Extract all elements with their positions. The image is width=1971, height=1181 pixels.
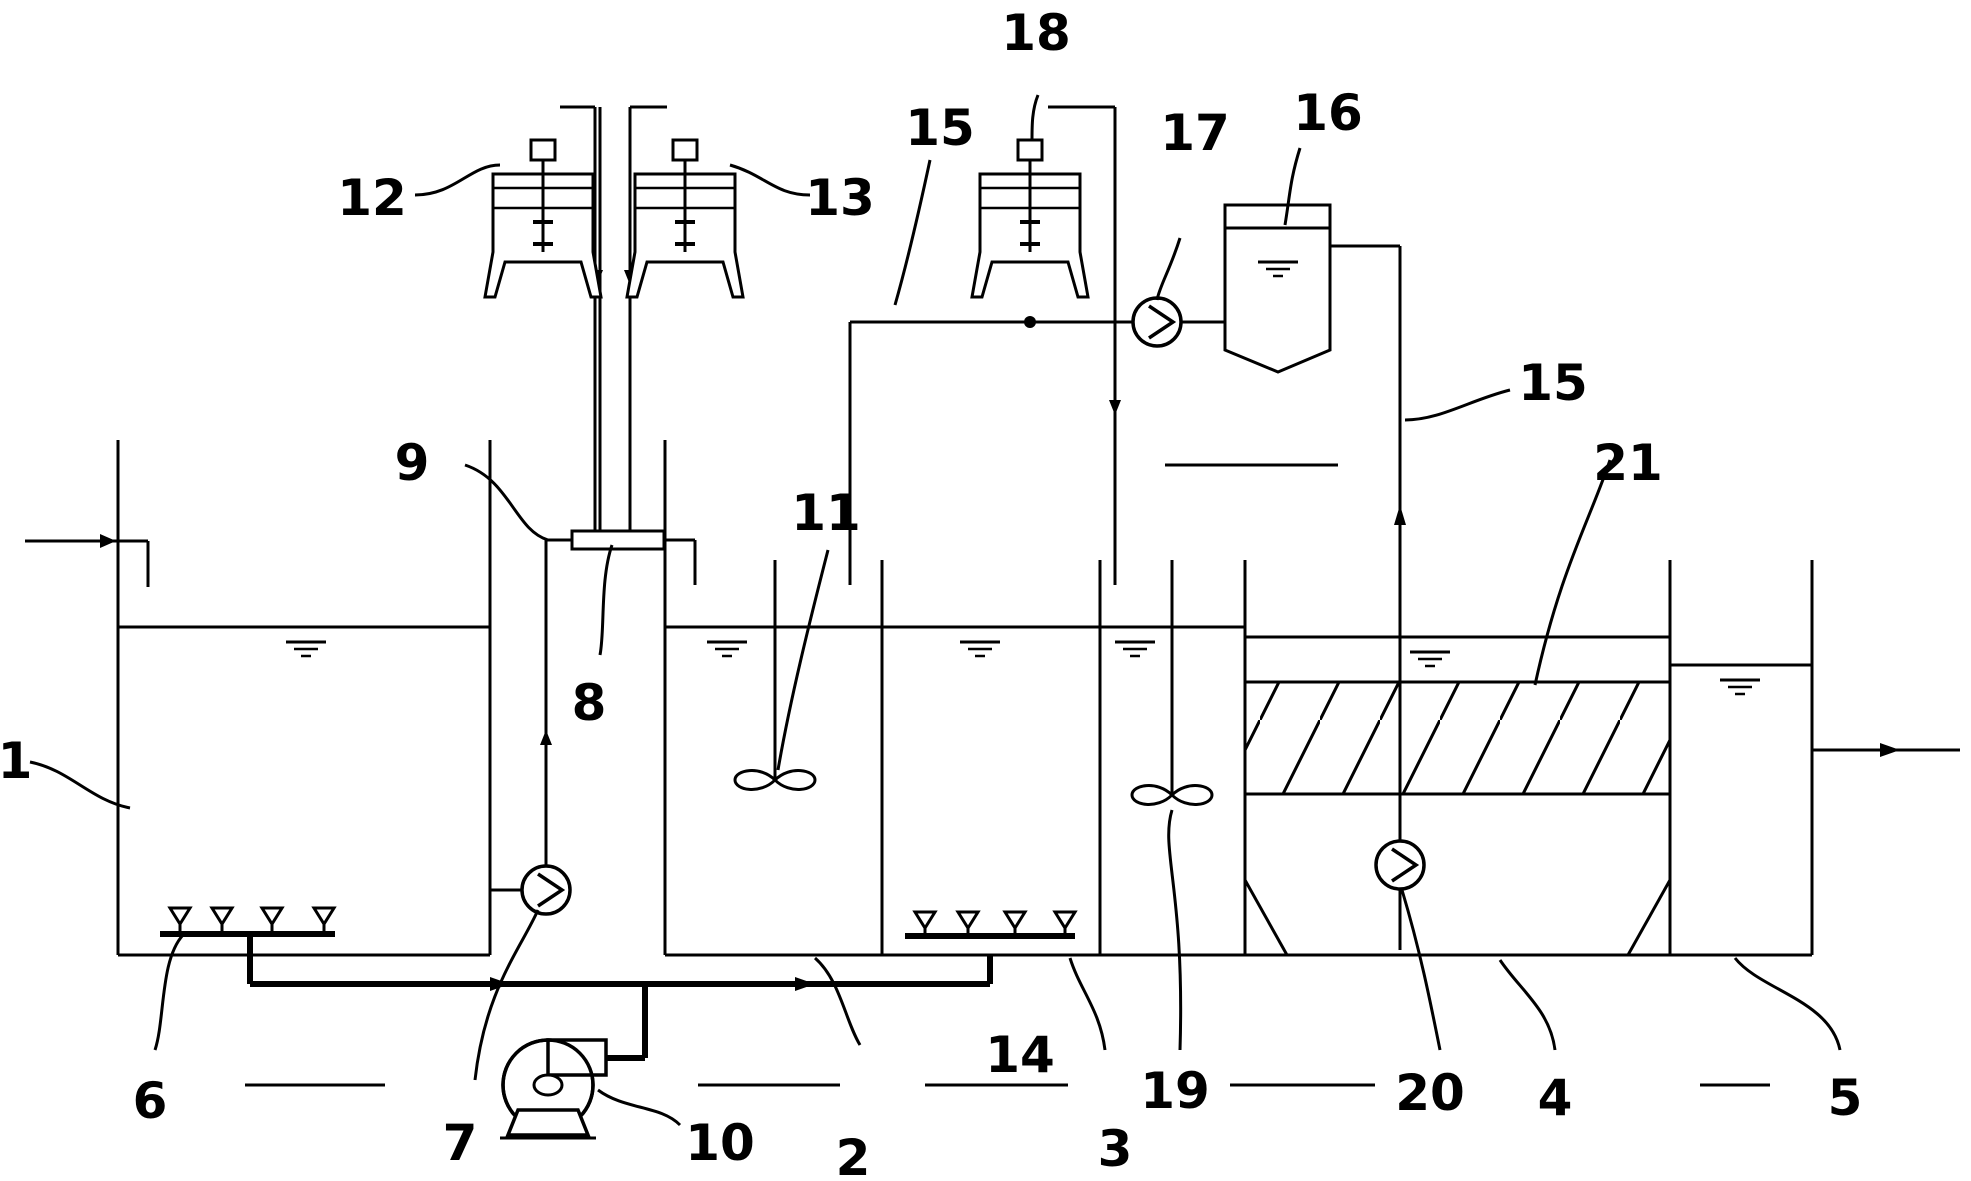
- leader-lines: [29, 94, 1842, 1127]
- label-16: 16: [1293, 84, 1363, 142]
- sludge-tank-16: [1223, 203, 1332, 374]
- label-21: 21: [1593, 434, 1663, 492]
- sedimentation-tank-4: [1243, 560, 1672, 957]
- dosing-tank-18: [970, 138, 1090, 299]
- pipe-mixer-8: [570, 529, 697, 585]
- label-19: 19: [1140, 1062, 1210, 1120]
- dosing-tank-12: [483, 138, 603, 299]
- label-7: 7: [443, 1114, 478, 1172]
- ground-dashes: [245, 463, 1770, 1087]
- stirrer-11: [733, 627, 817, 791]
- inlet-pipe: [25, 534, 150, 587]
- reaction-tanks: [663, 440, 1247, 957]
- label-10: 10: [685, 1114, 755, 1172]
- label-8: 8: [572, 674, 607, 732]
- blower-10: [500, 1038, 608, 1140]
- label-15-top: 15: [905, 99, 975, 157]
- label-11: 11: [791, 484, 861, 542]
- label-2: 2: [836, 1129, 871, 1181]
- aeration-diffusers-6: [160, 906, 336, 937]
- dosing-lines: [560, 105, 667, 531]
- tank-1: [116, 440, 492, 957]
- label-13: 13: [805, 169, 875, 227]
- dosing-tank-13: [625, 138, 745, 299]
- air-pipe: [247, 934, 993, 1061]
- label-14: 14: [985, 1026, 1055, 1084]
- pump-7: [490, 538, 572, 916]
- stirrer-19: [1130, 560, 1214, 806]
- label-4: 4: [1538, 1069, 1573, 1127]
- label-6: 6: [133, 1072, 168, 1130]
- label-1: 1: [0, 732, 32, 790]
- label-5: 5: [1828, 1069, 1863, 1127]
- aeration-diffusers-14: [905, 910, 1077, 940]
- clean-water-tank-5: [1670, 560, 1960, 957]
- label-18: 18: [1001, 4, 1071, 62]
- label-12: 12: [337, 169, 407, 227]
- label-9: 9: [395, 434, 430, 492]
- label-3: 3: [1098, 1120, 1133, 1178]
- label-17: 17: [1160, 104, 1230, 162]
- dosing-line-18: [1048, 105, 1121, 585]
- label-20: 20: [1395, 1064, 1465, 1122]
- label-15-right: 15: [1518, 354, 1588, 412]
